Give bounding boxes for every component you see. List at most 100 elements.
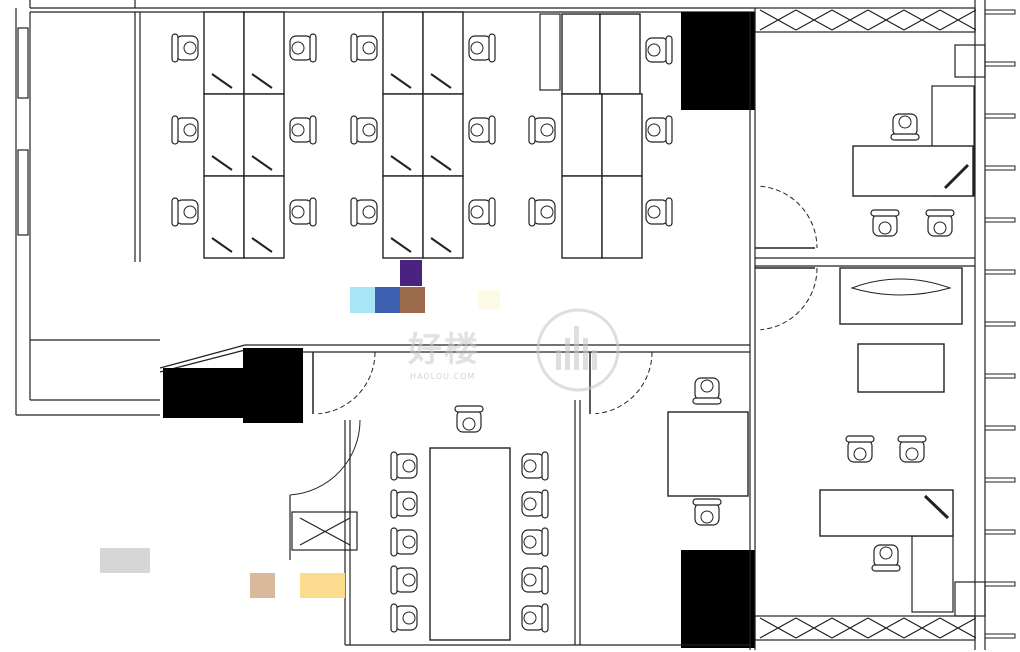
logo-bar — [556, 350, 561, 370]
chair-person — [523, 497, 537, 511]
glass-cross — [939, 9, 977, 31]
desk — [561, 93, 603, 177]
chair-person — [523, 535, 537, 549]
office-chair-icon — [468, 33, 496, 63]
stair-box — [291, 511, 358, 551]
chair-back — [541, 565, 549, 595]
office-chair-icon — [528, 115, 556, 145]
chair-person — [470, 41, 484, 55]
chair-back — [309, 197, 317, 227]
side-cabinet — [911, 535, 954, 613]
chair-person — [933, 221, 947, 235]
chair-person — [183, 123, 197, 137]
chair-person — [402, 573, 416, 587]
chair-person — [878, 221, 892, 235]
monitor — [251, 155, 273, 171]
mullion — [984, 217, 1016, 223]
chair-person — [647, 205, 661, 219]
chair-person — [540, 205, 554, 219]
office-chair-icon — [350, 197, 378, 227]
watermark-domain: HAOLOU.COM — [410, 372, 476, 381]
pillar-top-right — [954, 44, 986, 78]
mullion — [984, 9, 1016, 15]
office-chair-icon — [390, 489, 418, 519]
office-chair-icon — [390, 451, 418, 481]
mullion — [984, 269, 1016, 275]
desk — [243, 11, 285, 95]
column-left — [163, 368, 243, 418]
office-chair-icon — [171, 197, 199, 227]
door-swing-icon — [595, 351, 653, 415]
chair-person — [291, 41, 305, 55]
chair-person — [700, 379, 714, 393]
chair-back — [390, 527, 398, 557]
chair-back — [692, 498, 722, 506]
office-chair-icon — [289, 33, 317, 63]
column-left-2 — [243, 348, 303, 423]
chair-person — [183, 205, 197, 219]
door-swing-icon — [318, 351, 376, 415]
chair-person — [291, 205, 305, 219]
chair-back — [897, 435, 927, 443]
monitor — [430, 155, 452, 171]
chair-person — [183, 41, 197, 55]
chair-person — [402, 497, 416, 511]
chair-back — [665, 197, 673, 227]
furniture — [171, 11, 974, 641]
chair-person — [470, 205, 484, 219]
color-swatches — [100, 260, 500, 598]
glass-cross — [795, 617, 833, 639]
glass-cross — [867, 617, 905, 639]
chair-back — [454, 405, 484, 413]
office-chair-icon — [528, 197, 556, 227]
office-chair-icon — [925, 209, 955, 237]
diagonal-wall — [159, 344, 246, 369]
chair-person — [540, 123, 554, 137]
color-swatch — [350, 287, 375, 313]
walls — [15, 0, 1016, 650]
office-chair-icon — [171, 115, 199, 145]
chair-person — [362, 41, 376, 55]
chair-back — [350, 197, 358, 227]
logo-bar — [592, 350, 597, 370]
glass-cross — [903, 617, 941, 639]
column-top-right — [681, 12, 755, 110]
chair-person — [402, 535, 416, 549]
glass-cross — [795, 9, 833, 31]
chair-back — [692, 397, 722, 405]
conference-table-icon — [429, 447, 511, 641]
office-chair-icon — [350, 115, 378, 145]
office-chair-icon — [521, 451, 549, 481]
chair-back — [171, 197, 179, 227]
monitor — [923, 494, 950, 520]
color-swatch — [300, 573, 345, 598]
office-chair-icon — [692, 377, 722, 405]
chair-back — [871, 564, 901, 572]
desk — [243, 175, 285, 259]
office-chair-icon — [521, 603, 549, 633]
watermark-logo-icon — [536, 308, 620, 392]
chair-person — [647, 123, 661, 137]
office-chair-icon — [171, 33, 199, 63]
office-chair-icon — [521, 565, 549, 595]
glass-cross — [831, 617, 869, 639]
door-swing-icon — [289, 419, 361, 496]
chair-back — [541, 489, 549, 519]
monitor — [211, 237, 233, 253]
mullion — [984, 477, 1016, 483]
window-left-top — [17, 27, 29, 99]
logo-ring — [536, 308, 620, 392]
chair-back — [350, 33, 358, 63]
chair-back — [390, 603, 398, 633]
monitor — [390, 73, 412, 89]
chair-person — [523, 573, 537, 587]
chair-back — [390, 565, 398, 595]
stair-diag — [299, 517, 351, 546]
storage-cabinet — [539, 13, 561, 91]
pillar-bottom-right — [954, 581, 986, 617]
monitor — [430, 73, 452, 89]
door-swing-icon — [760, 185, 818, 249]
chair-back — [309, 115, 317, 145]
desk — [203, 175, 245, 259]
